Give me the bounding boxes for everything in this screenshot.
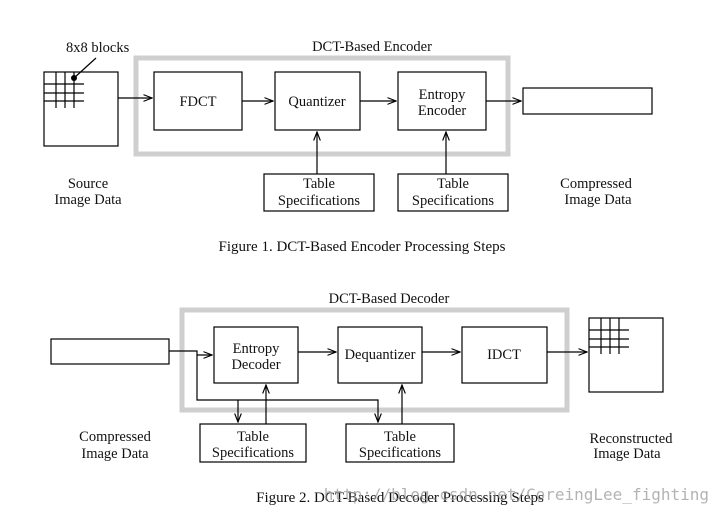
blocks-label: 8x8 blocks [66, 40, 130, 56]
entropy-decoder-label-1: Entropy [233, 341, 280, 357]
decoder-title: DCT-Based Decoder [329, 291, 450, 307]
decoder-table-1-line1: Table [237, 429, 269, 445]
dequantizer-label: Dequantizer [345, 347, 416, 363]
decoder-diagram: DCT-Based Decoder Entropy Decoder Dequan… [50, 291, 674, 506]
decoder-table-2-line2: Specifications [359, 445, 442, 461]
reconstructed-label-2: Image Data [593, 446, 661, 462]
source-image-grid [43, 57, 119, 147]
table-spec-1-line1: Table [303, 176, 335, 192]
decoder-frame [179, 307, 570, 413]
fdct-label: FDCT [179, 94, 216, 110]
entropy-decoder-label-2: Decoder [231, 357, 280, 373]
reconstructed-image-grid [588, 317, 664, 393]
reconstructed-label-1: Reconstructed [590, 431, 674, 447]
quantizer-block: Quantizer [274, 71, 361, 131]
encoder-frame [133, 55, 511, 157]
decoder-table-2-line1: Table [384, 429, 416, 445]
table-spec-2: Table Specifications [397, 173, 509, 212]
compressed-input-box [50, 338, 170, 365]
watermark: http://blog.csdn.net/CoreingLee_fighting [324, 485, 709, 504]
encoder-diagram: 8x8 blocks DCT-Based Encoder FDCT Quanti… [43, 39, 653, 255]
dequantizer-block: Dequantizer [337, 326, 423, 384]
arrow-bypass-to-table-2 [196, 355, 378, 422]
table-spec-2-line2: Specifications [412, 193, 495, 209]
decoder-compressed-label-2: Image Data [81, 446, 149, 462]
decoder-table-spec-1: Table Specifications [199, 423, 307, 463]
arrow-input-to-entropy-decoder [169, 350, 212, 355]
entropy-decoder-block: Entropy Decoder [213, 326, 299, 384]
table-spec-2-line1: Table [437, 176, 469, 192]
table-spec-1-line2: Specifications [278, 193, 361, 209]
compressed-label-2: Image Data [564, 192, 632, 208]
decoder-compressed-label-1: Compressed [79, 429, 151, 445]
entropy-encoder-label-1: Entropy [419, 87, 466, 103]
decoder-table-1-line2: Specifications [212, 445, 295, 461]
encoder-title: DCT-Based Encoder [312, 39, 432, 55]
idct-label: IDCT [487, 347, 521, 363]
figure-1-caption: Figure 1. DCT-Based Encoder Processing S… [219, 239, 506, 255]
fdct-block: FDCT [153, 71, 243, 131]
compressed-label-1: Compressed [560, 176, 632, 192]
idct-block: IDCT [461, 326, 548, 384]
source-label-2: Image Data [54, 192, 122, 208]
entropy-encoder-label-2: Encoder [418, 103, 466, 119]
quantizer-label: Quantizer [288, 94, 345, 110]
decoder-table-spec-2: Table Specifications [345, 423, 455, 463]
table-spec-1: Table Specifications [263, 173, 375, 212]
compressed-output-box [522, 87, 653, 115]
figure-2-caption: Figure 2. DCT-Based Decoder Processing S… [256, 490, 544, 506]
entropy-encoder-block: Entropy Encoder [397, 71, 487, 131]
source-label-1: Source [68, 176, 108, 192]
